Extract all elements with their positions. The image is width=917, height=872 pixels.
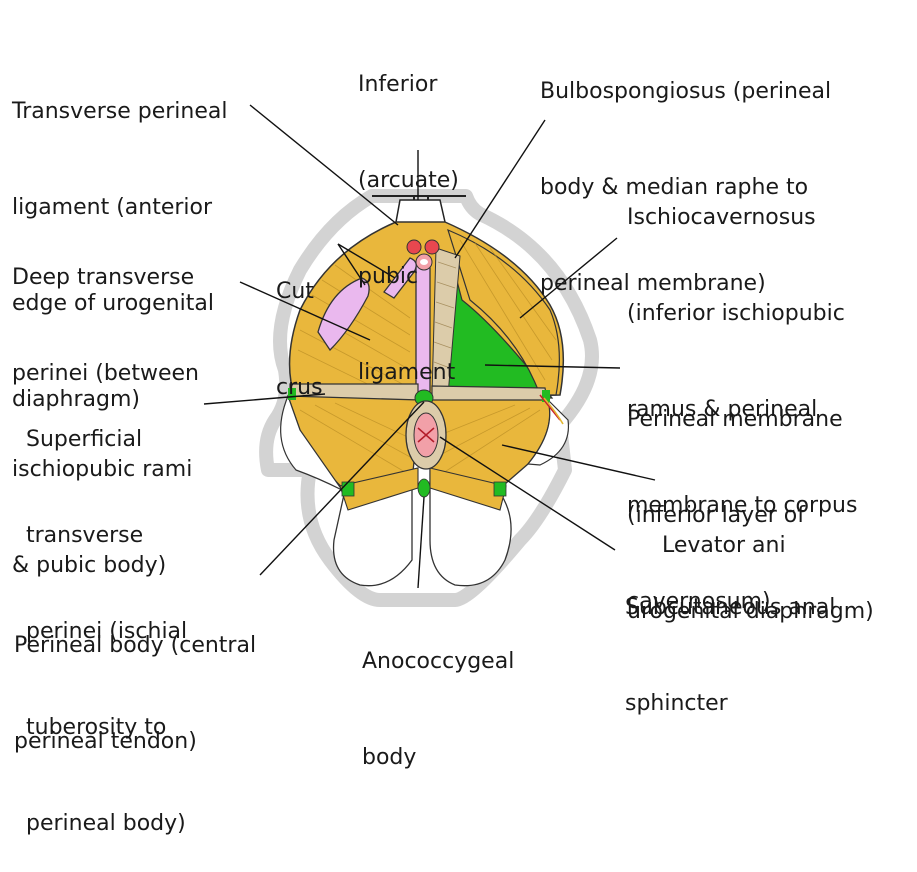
anococcygeal-node — [418, 479, 430, 497]
label-inferior-pubic-ligament: Inferior (arcuate) pubic ligament — [358, 5, 459, 421]
green-node-left — [342, 482, 354, 496]
label-subcutaneous-anal-sphincter: Subcutaneous anal sphincter — [625, 528, 835, 752]
label-perineal-body: Perineal body (central perineal tendon) — [14, 566, 256, 790]
label-cut-crus: Cut crus — [276, 212, 323, 436]
green-node-right — [494, 482, 506, 496]
label-anococcygeal-body: Anococcygeal body — [362, 582, 514, 806]
